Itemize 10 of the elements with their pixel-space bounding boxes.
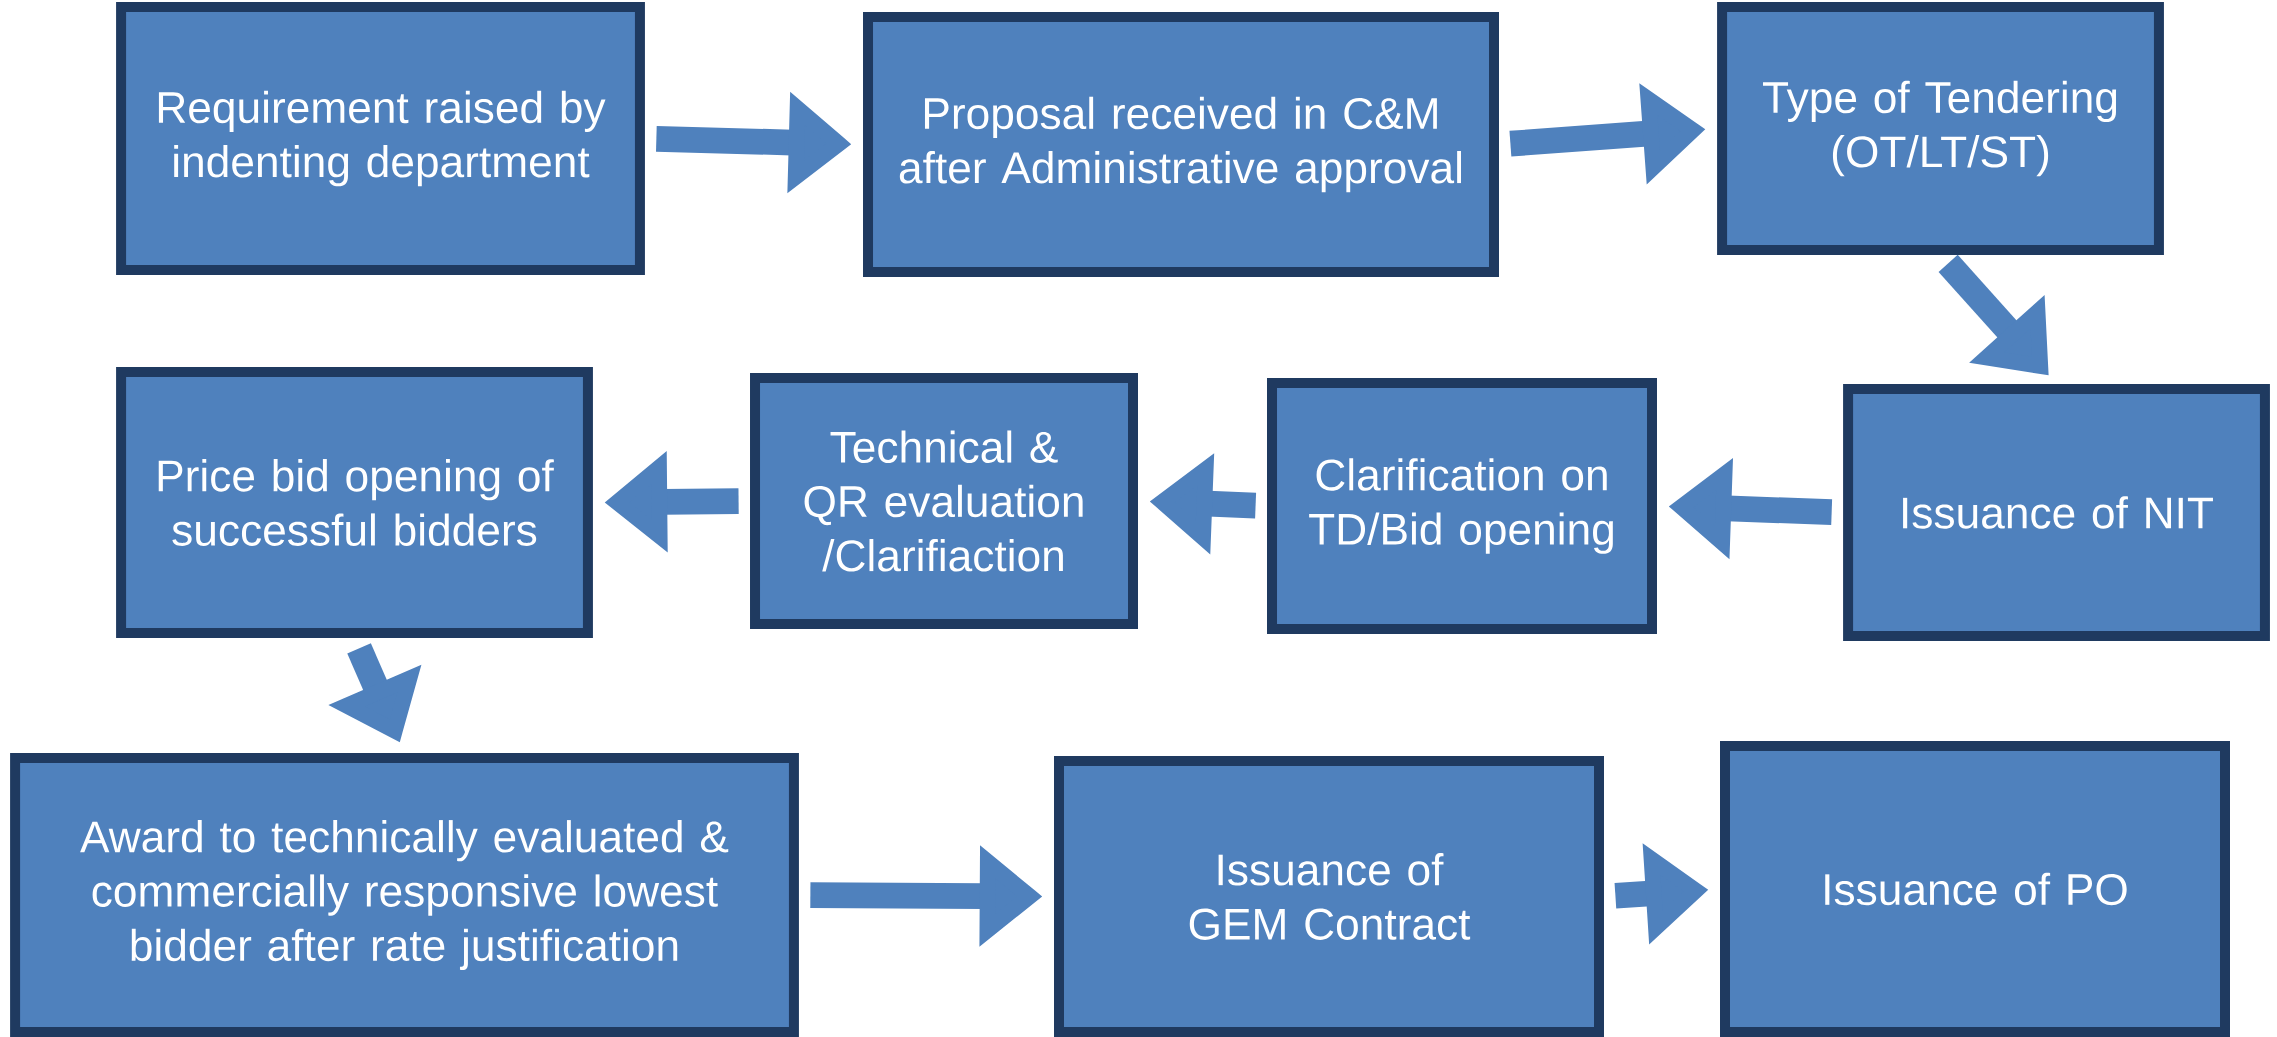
- process-box: Proposal received in C&M after Administrative approval: [863, 12, 1499, 277]
- process-box: Requirement raised by indenting department: [116, 2, 645, 275]
- process-box: Type of Tendering (OT/LT/ST): [1717, 2, 2164, 255]
- process-box: Issuance of NIT: [1843, 384, 2270, 641]
- process-box: Issuance of PO: [1720, 741, 2230, 1037]
- process-box: Issuance of GEM Contract: [1054, 756, 1604, 1037]
- process-box: Price bid opening of successful bidders: [116, 367, 593, 638]
- process-box: Technical & QR evaluation /Clarifiaction: [750, 373, 1138, 629]
- process-box: Clarification on TD/Bid opening: [1267, 378, 1657, 634]
- process-box: Award to technically evaluated & commercially responsive lowest bidder after rate justification: [10, 753, 799, 1037]
